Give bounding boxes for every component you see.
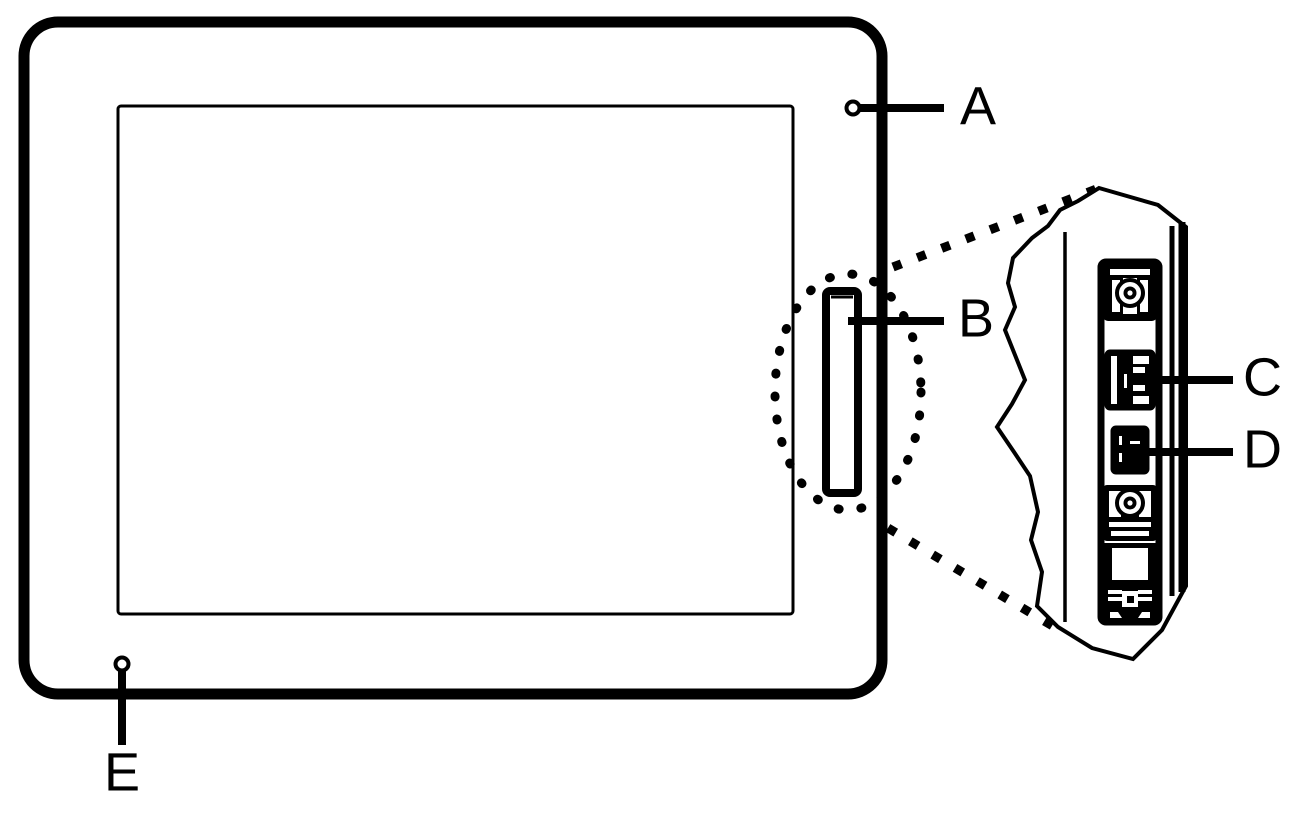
- lower-mounting-boss: [1103, 485, 1157, 541]
- bottom-latch-connector: [1100, 583, 1160, 624]
- callout-label-a: A: [960, 76, 996, 136]
- status-indicator-led-bottom-left: [113, 655, 131, 673]
- callout-label-c: C: [1243, 347, 1282, 407]
- display-active-area: [116, 104, 795, 616]
- dotted-projection-line-lower: [885, 524, 1059, 632]
- dotted-projection-line-upper: [891, 183, 1101, 272]
- status-indicator-led-top-right: [844, 99, 862, 117]
- dotted-detail-ellipse: [770, 269, 926, 515]
- side-access-cover-slot: [822, 287, 862, 497]
- callout-label-b: B: [958, 288, 994, 348]
- top-mounting-boss: [1103, 263, 1157, 321]
- callout-label-e: E: [104, 742, 140, 802]
- lower-body-panel: [1104, 543, 1156, 584]
- outer-enclosure-bezel: [18, 16, 888, 700]
- callout-label-d: D: [1243, 419, 1282, 479]
